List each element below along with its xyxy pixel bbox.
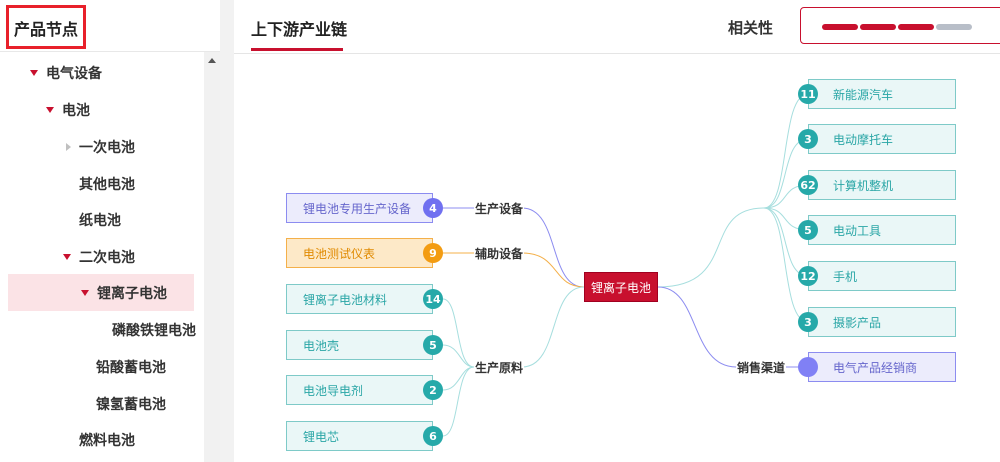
caret-down-icon — [81, 289, 89, 296]
node-count-badge: 5 — [423, 335, 443, 355]
tree-item-secondary-battery[interactable]: 二次电池 — [63, 238, 135, 275]
edge-label-sales-channel: 销售渠道 — [736, 359, 787, 376]
tree-item-electrical-equipment[interactable]: 电气设备 — [30, 54, 102, 91]
product-tree: 电气设备 电池 一次电池 其他电池 纸电池 二次电池 锂离子电池 磷酸铁锂电池 … — [0, 52, 204, 462]
node-count-badge: 6 — [423, 426, 443, 446]
tree-item-label: 纸电池 — [79, 212, 121, 229]
node-computer[interactable]: 计算机整机 — [808, 170, 956, 200]
node-label: 电池测试仪表 — [303, 246, 376, 261]
tree-item-other-battery[interactable]: 其他电池 — [79, 165, 135, 202]
node-label: 锂电芯 — [303, 429, 340, 444]
sidebar-title: 产品节点 — [14, 20, 79, 39]
sidebar-scrollbar[interactable] — [204, 52, 220, 462]
sidebar-title-highlight — [6, 5, 86, 49]
tree-item-lead-acid-battery[interactable]: 铅酸蓄电池 — [96, 348, 166, 385]
tree-item-primary-battery[interactable]: 一次电池 — [66, 128, 135, 165]
caret-down-icon — [46, 106, 54, 113]
node-label: 摄影产品 — [833, 315, 882, 330]
relevance-segment — [936, 24, 972, 30]
tree-item-fuel-cell[interactable]: 燃料电池 — [79, 421, 135, 458]
node-count-badge: 62 — [798, 175, 818, 195]
node-dot-icon — [798, 357, 818, 377]
node-count-badge: 3 — [798, 312, 818, 332]
node-battery-case[interactable]: 电池壳 — [286, 330, 433, 360]
center-node-lithium-ion-battery[interactable]: 锂离子电池 — [584, 272, 658, 302]
relevance-segment — [860, 24, 896, 30]
node-count-badge: 5 — [798, 220, 818, 240]
node-label: 电气产品经销商 — [833, 360, 918, 375]
relevance-segment — [898, 24, 934, 30]
node-label: 电池导电剂 — [303, 383, 364, 398]
main-panel: 上下游产业链 相关性 — [234, 0, 1000, 462]
node-count-badge: 9 — [423, 243, 443, 263]
tree-item-nimh-battery[interactable]: 镍氢蓄电池 — [96, 385, 166, 422]
sidebar: 产品节点 电气设备 电池 一次电池 其他电池 纸电池 二次电池 锂离子电池 — [0, 0, 220, 462]
tree-item-lfp-battery[interactable]: 磷酸铁锂电池 — [112, 311, 196, 348]
edge-label-raw-materials: 生产原料 — [474, 359, 525, 376]
relevance-selector[interactable] — [800, 7, 1000, 44]
node-count-badge: 4 — [423, 198, 443, 218]
relevance-label: 相关性 — [728, 19, 774, 37]
node-battery-conductive-agent[interactable]: 电池导电剂 — [286, 375, 433, 405]
node-label: 新能源汽车 — [833, 87, 894, 102]
tree-item-label: 锂离子电池 — [97, 285, 167, 302]
tree-item-label: 铅酸蓄电池 — [96, 359, 166, 376]
node-lithium-battery-material[interactable]: 锂离子电池材料 — [286, 284, 433, 314]
tree-item-paper-battery[interactable]: 纸电池 — [79, 201, 121, 238]
node-battery-test-instrument[interactable]: 电池测试仪表 — [286, 238, 433, 268]
node-label: 电动摩托车 — [833, 132, 894, 147]
node-photography-products[interactable]: 摄影产品 — [808, 307, 956, 337]
node-count-badge: 2 — [423, 380, 443, 400]
node-lithium-battery-equipment[interactable]: 锂电池专用生产设备 — [286, 193, 433, 223]
node-electric-motorcycle[interactable]: 电动摩托车 — [808, 124, 956, 154]
tree-item-label: 其他电池 — [79, 176, 135, 193]
header-divider — [234, 53, 1000, 54]
node-label: 手机 — [833, 269, 858, 284]
node-label: 计算机整机 — [833, 178, 894, 193]
node-label: 锂离子电池材料 — [303, 292, 388, 307]
tab-industry-chain[interactable]: 上下游产业链 — [251, 20, 348, 39]
edge-label-production-equipment: 生产设备 — [474, 200, 525, 217]
scroll-up-arrow-icon[interactable] — [208, 58, 216, 63]
tree-item-label: 燃料电池 — [79, 432, 135, 449]
tree-item-label: 一次电池 — [79, 139, 135, 156]
tree-item-label: 二次电池 — [79, 249, 135, 266]
node-label: 电动工具 — [833, 223, 882, 238]
node-electrical-distributor[interactable]: 电气产品经销商 — [808, 352, 956, 382]
node-count-badge: 11 — [798, 84, 818, 104]
caret-down-icon — [63, 253, 71, 260]
edge-label-auxiliary-equipment: 辅助设备 — [474, 245, 525, 262]
node-new-energy-vehicle[interactable]: 新能源汽车 — [808, 79, 956, 109]
tree-item-label: 电气设备 — [46, 65, 102, 82]
tree-item-label: 磷酸铁锂电池 — [112, 322, 196, 339]
caret-down-icon — [30, 69, 38, 76]
tab-active-indicator — [251, 48, 343, 51]
node-label: 电池壳 — [303, 338, 340, 353]
tree-item-battery[interactable]: 电池 — [46, 91, 90, 128]
node-mobile-phone[interactable]: 手机 — [808, 261, 956, 291]
tree-item-lithium-ion-battery[interactable]: 锂离子电池 — [8, 274, 194, 311]
caret-right-icon — [66, 142, 71, 151]
tree-item-label: 电池 — [62, 102, 90, 119]
node-power-tools[interactable]: 电动工具 — [808, 215, 956, 245]
relevance-segment — [822, 24, 858, 30]
node-count-badge: 14 — [423, 289, 443, 309]
tree-item-label: 镍氢蓄电池 — [96, 396, 166, 413]
sidebar-divider — [0, 51, 220, 52]
node-lithium-cell[interactable]: 锂电芯 — [286, 421, 433, 451]
node-count-badge: 3 — [798, 129, 818, 149]
panel-gutter — [220, 0, 234, 462]
node-label: 锂电池专用生产设备 — [303, 201, 412, 216]
node-count-badge: 12 — [798, 266, 818, 286]
